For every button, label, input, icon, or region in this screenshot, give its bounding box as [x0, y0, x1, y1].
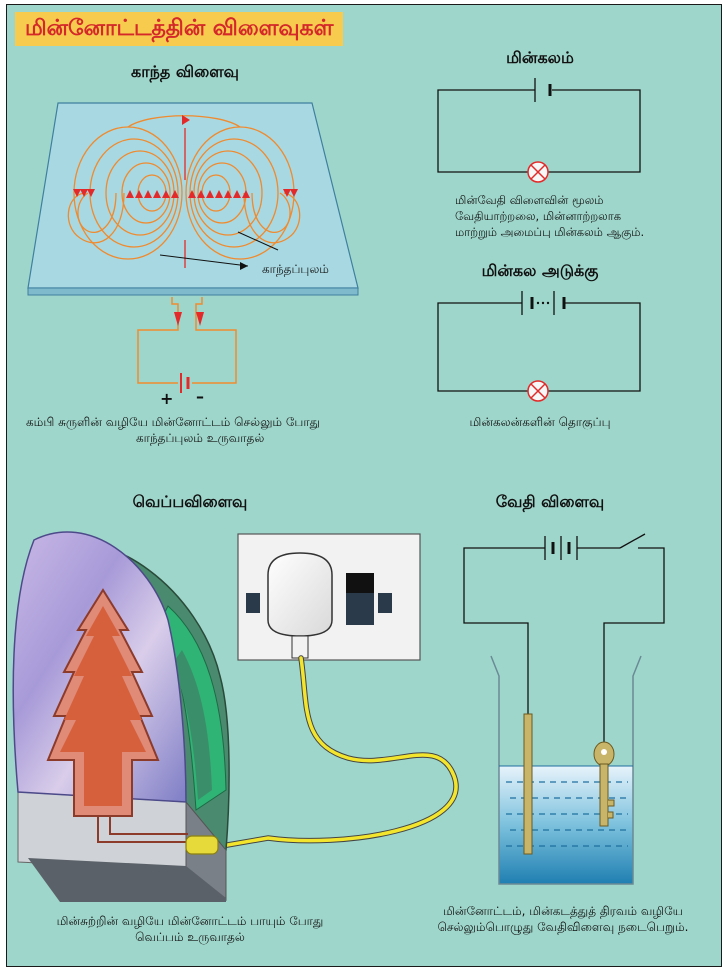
caption-line: மின்சுற்றின் வழியே மின்னோட்டம் பாயும் போ… [56, 914, 324, 928]
caption-line: மாற்றும் அமைப்பு மின்கலம் ஆகும். [455, 225, 645, 239]
caption-line: மின்னோட்டம், மின்கடத்துத் திரவம் வழியே [443, 904, 683, 918]
plug-icon [267, 552, 333, 659]
electrolysis-circuit [463, 533, 665, 746]
beaker-icon [490, 655, 642, 885]
battery-heading: மின்கல அடுக்கு [481, 261, 599, 280]
battery-caption: மின்கலன்களின் தொகுப்பு [469, 415, 611, 429]
magnetic-effect-diagram [27, 102, 359, 393]
page-title: மின்னோட்டத்தின் விளைவுகள் [15, 12, 344, 46]
cell-circuit [437, 78, 641, 173]
electric-iron-icon [12, 531, 230, 902]
caption-line: வெப்பம் உருவாதல் [135, 930, 245, 944]
plus-sign: + [160, 389, 173, 408]
magnetic-effect-heading: காந்த விளைவு [131, 62, 239, 81]
bulb-icon [527, 161, 549, 183]
field-direction-markers [73, 189, 298, 198]
minus-sign: – [196, 387, 204, 406]
heating-effect-heading: வெப்பவிளைவு [132, 492, 248, 511]
chemical-effect-caption: மின்னோட்டம், மின்கடத்துத் திரவம் வழியே ச… [408, 903, 718, 935]
caption-line: காந்தப்புலம் உருவாதல் [136, 431, 265, 445]
battery-circuit [437, 291, 641, 392]
caption-line: வேதியாற்றலை, மின்னாற்றலாக [455, 209, 622, 223]
caption-line: மின்வேதி விளைவின் மூலம் [455, 193, 604, 207]
chemical-effect-heading: வேதி விளைவு [495, 492, 605, 511]
heating-effect-caption: மின்சுற்றின் வழியே மின்னோட்டம் பாயும் போ… [20, 913, 360, 945]
power-cord [208, 656, 458, 850]
coil-circuit [137, 297, 237, 384]
magnetic-effect-caption: கம்பி சுருளின் வழியே மின்னோட்டம் செல்லும… [26, 414, 320, 446]
cell-heading: மின்கலம் [506, 48, 574, 67]
key-icon [593, 741, 615, 827]
bulb-icon [527, 380, 549, 402]
cell-caption: மின்வேதி விளைவின் மூலம் வேதியாற்றலை, மின… [455, 192, 644, 240]
battery-dots [536, 301, 550, 305]
magnetic-field-label: காந்தப்புலம் [262, 262, 329, 276]
caption-line: செல்லும்பொழுது வேதிவிளைவு நடைபெறும். [437, 920, 689, 934]
electrode-rod [523, 713, 533, 855]
caption-line: கம்பி சுருளின் வழியே மின்னோட்டம் செல்லும… [26, 415, 321, 429]
